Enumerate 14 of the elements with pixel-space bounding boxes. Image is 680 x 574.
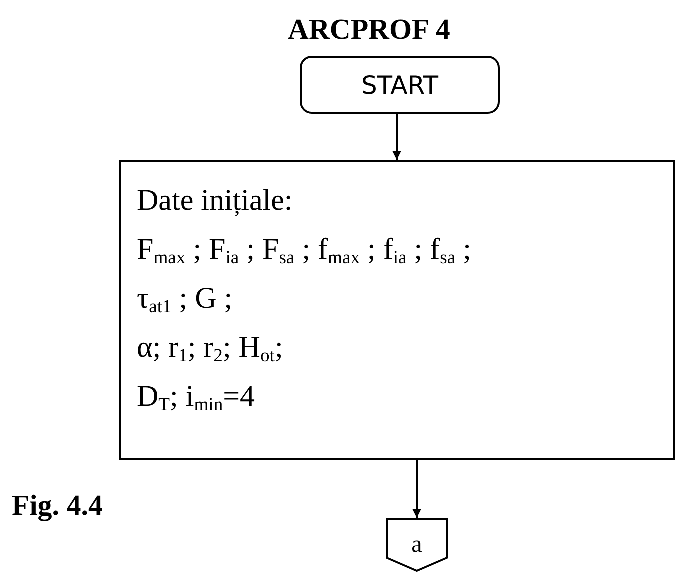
arrow — [392, 114, 402, 160]
off-page-connector — [386, 518, 448, 572]
arrow — [412, 460, 422, 518]
box-heading: Date inițiale: — [137, 183, 294, 219]
box-text: F$_{max}$ ; F$_{ia}$ ; F$_{sa}$ ; f$_{max}$ ; f$_{ia}$ ; f$_{sa}$ ; — [137, 232, 472, 271]
box-text: τ$_{at1}$ ; G ; — [137, 281, 234, 320]
box-text: a — [412, 532, 422, 560]
terminal-box — [300, 56, 500, 114]
box-text: D$_{T}$; i$_{min}$=4 — [137, 379, 256, 418]
diagram-title: ARCPROF 4 — [288, 14, 450, 47]
box-text: START — [361, 70, 439, 100]
process-box — [119, 160, 675, 460]
figure-caption: Fig. 4.4 — [12, 490, 104, 523]
box-text: α; r$_{1}$; r$_{2}$; H$_{ot}$; — [137, 330, 284, 369]
